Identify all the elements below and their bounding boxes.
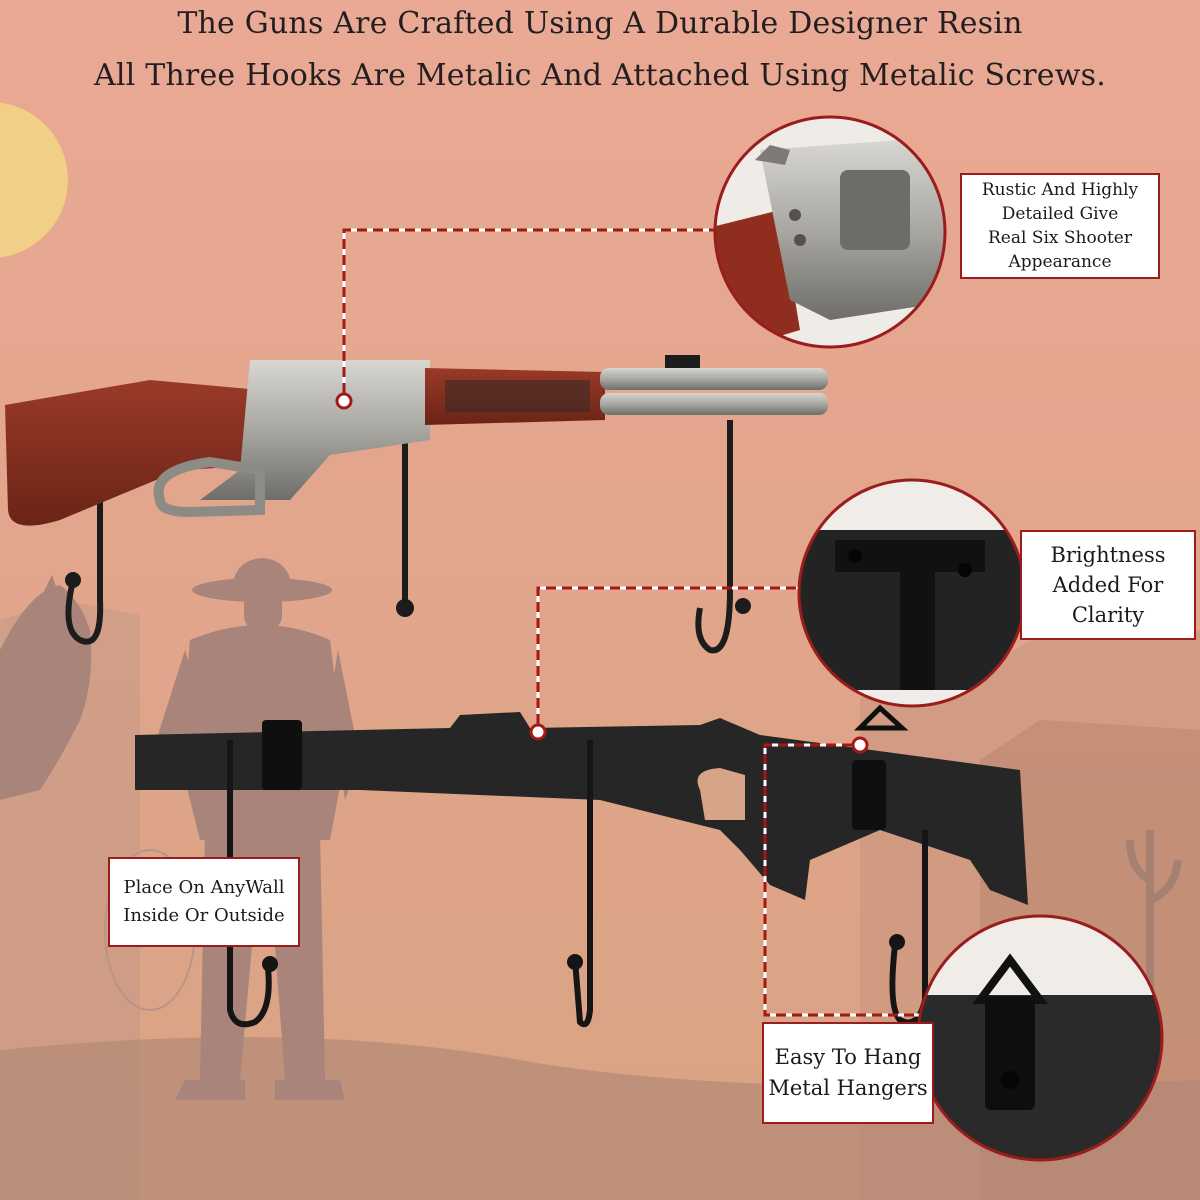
callout-text: Place On AnyWall	[123, 877, 285, 898]
callout-text: Clarity	[1071, 603, 1145, 627]
callout-brightness: Brightness Added For Clarity	[1020, 530, 1196, 640]
horse-silhouette	[0, 585, 92, 800]
callout-text: Easy To Hang	[774, 1045, 922, 1069]
headline-line-1: The Guns Are Crafted Using A Durable Des…	[177, 6, 1023, 41]
callout-text: Inside Or Outside	[123, 905, 285, 926]
callout-metal-hangers: Easy To Hang Metal Hangers	[762, 1022, 934, 1124]
sun-icon	[0, 102, 68, 258]
callout-text: Metal Hangers	[768, 1076, 928, 1100]
magnifier-circle-receiver	[713, 115, 947, 349]
callout-leaders	[342, 228, 925, 1017]
magnifier-circle-plate	[797, 478, 1027, 708]
callout-text: Appearance	[1008, 252, 1112, 272]
headline-line-2: All Three Hooks Are Metalic And Attached…	[94, 58, 1106, 93]
callout-rustic-detail: Rustic And Highly Detailed Give Real Six…	[960, 173, 1160, 279]
magnifier-circle-hanger	[916, 914, 1164, 1162]
callout-text: Real Six Shooter	[988, 228, 1132, 248]
callout-text: Brightness	[1050, 543, 1166, 567]
rifle-back-image	[135, 704, 1028, 1028]
callout-text: Added For	[1052, 573, 1164, 597]
callout-text: Detailed Give	[1001, 204, 1119, 224]
callout-place-anywhere: Place On AnyWall Inside Or Outside	[108, 857, 300, 947]
rifle-front-image	[5, 355, 828, 654]
callout-text: Rustic And Highly	[981, 180, 1139, 200]
